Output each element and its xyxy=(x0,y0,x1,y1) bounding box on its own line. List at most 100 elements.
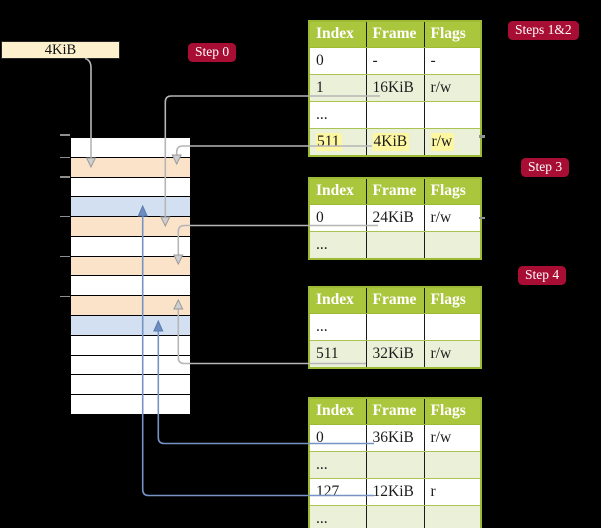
cell-index: 127 xyxy=(309,478,367,506)
page-table-1: Index Frame Flags 0 - - 1 16KiB r/w ... xyxy=(308,20,482,157)
highlight: 511 xyxy=(316,133,342,151)
cell-frame xyxy=(366,313,425,341)
cell-index: ... xyxy=(309,101,367,129)
table-row: 0 24KiB r/w xyxy=(309,204,481,232)
cell-frame xyxy=(366,451,425,479)
cell-flags xyxy=(424,505,481,528)
cell-index: ... xyxy=(309,313,367,341)
column-header-index: Index xyxy=(309,398,367,425)
cell-index: 0 xyxy=(309,47,367,75)
memory-row-10 xyxy=(71,316,190,336)
column-header-frame: Frame xyxy=(366,287,425,314)
column-header-flags: Flags xyxy=(424,398,481,425)
cell-index: 0 xyxy=(309,204,367,232)
memory-row-9 xyxy=(71,296,190,317)
cell-frame: 4KiB xyxy=(366,128,425,156)
badge-step-3: Step 3 xyxy=(521,158,570,177)
pte-stub-mark xyxy=(479,135,485,138)
table-row: ... xyxy=(309,313,481,341)
memory-tick xyxy=(60,156,70,159)
column-header-frame: Frame xyxy=(366,21,425,48)
cell-flags: r xyxy=(424,478,481,506)
cell-flags xyxy=(424,101,481,129)
cell-frame: 12KiB xyxy=(366,478,425,506)
table-header-row: Index Frame Flags xyxy=(309,287,481,314)
table-row-highlighted: 511 4KiB r/w xyxy=(309,128,481,156)
memory-tick xyxy=(60,295,70,298)
column-header-index: Index xyxy=(309,178,367,205)
memory-row-2 xyxy=(71,157,190,178)
column-header-flags: Flags xyxy=(424,21,481,48)
memory-tick xyxy=(60,255,70,258)
pte-stub-mark xyxy=(479,216,485,219)
frame-size-label-box: 4KiB xyxy=(1,41,120,59)
cell-index: ... xyxy=(309,451,367,479)
memory-tick xyxy=(60,215,70,218)
memory-row-1 xyxy=(71,138,190,158)
memory-row-4 xyxy=(71,197,190,218)
cell-flags: r/w xyxy=(424,340,481,368)
highlight: r/w xyxy=(430,133,455,151)
column-header-flags: Flags xyxy=(424,287,481,314)
cell-index: 511 xyxy=(309,128,367,156)
cell-flags xyxy=(424,451,481,479)
cell-frame: 24KiB xyxy=(366,204,425,232)
memory-row-8 xyxy=(71,276,190,297)
cell-frame: - xyxy=(366,47,425,75)
memory-tick xyxy=(60,134,70,136)
cell-index: 1 xyxy=(309,74,367,102)
column-header-index: Index xyxy=(309,287,367,314)
table-row: 0 36KiB r/w xyxy=(309,424,481,452)
cell-frame: 32KiB xyxy=(366,340,425,368)
physical-memory-column xyxy=(70,137,191,415)
table-header-row: Index Frame Flags xyxy=(309,21,481,48)
cell-frame xyxy=(366,505,425,528)
cell-flags: - xyxy=(424,47,481,75)
table-row: 0 - - xyxy=(309,47,481,75)
cell-flags: r/w xyxy=(424,204,481,232)
cell-flags xyxy=(424,313,481,341)
memory-tick xyxy=(60,176,70,178)
badge-steps-1-2: Steps 1&2 xyxy=(508,20,579,40)
cell-flags: r/w xyxy=(424,74,481,102)
cell-flags xyxy=(424,231,481,259)
badge-step-0: Step 0 xyxy=(188,42,237,62)
cell-flags: r/w xyxy=(424,128,481,156)
memory-row-13 xyxy=(71,375,190,396)
memory-row-7 xyxy=(71,256,190,277)
cell-index: ... xyxy=(309,231,367,259)
column-header-frame: Frame xyxy=(366,178,425,205)
table-row: 127 12KiB r xyxy=(309,478,481,506)
cell-frame: 36KiB xyxy=(366,424,425,452)
table-row: ... xyxy=(309,101,481,129)
column-header-frame: Frame xyxy=(366,398,425,425)
badge-step-4: Step 4 xyxy=(518,265,567,285)
cell-frame xyxy=(366,231,425,259)
cell-index: 0 xyxy=(309,424,367,452)
memory-row-14 xyxy=(71,395,190,414)
table-row: ... xyxy=(309,231,481,259)
cell-flags: r/w xyxy=(424,424,481,452)
memory-row-5 xyxy=(71,217,190,237)
column-header-flags: Flags xyxy=(424,178,481,205)
highlight: 4KiB xyxy=(372,133,410,151)
table-header-row: Index Frame Flags xyxy=(309,178,481,205)
cell-index: 511 xyxy=(309,340,367,368)
memory-row-3 xyxy=(71,177,190,198)
memory-row-12 xyxy=(71,355,190,376)
memory-row-6 xyxy=(71,236,190,257)
column-header-index: Index xyxy=(309,21,367,48)
memory-row-11 xyxy=(71,335,190,356)
table-header-row: Index Frame Flags xyxy=(309,398,481,425)
page-table-4: Index Frame Flags 0 36KiB r/w ... 127 12… xyxy=(308,397,482,528)
table-row: ... xyxy=(309,505,481,528)
page-table-3: Index Frame Flags ... 511 32KiB r/w xyxy=(308,286,482,369)
cell-index: ... xyxy=(309,505,367,528)
frame-size-label: 4KiB xyxy=(44,41,77,58)
cell-frame xyxy=(366,101,425,129)
page-table-2: Index Frame Flags 0 24KiB r/w ... xyxy=(308,177,482,260)
cell-frame: 16KiB xyxy=(366,74,425,102)
table-row: ... xyxy=(309,451,481,479)
table-row: 511 32KiB r/w xyxy=(309,340,481,368)
